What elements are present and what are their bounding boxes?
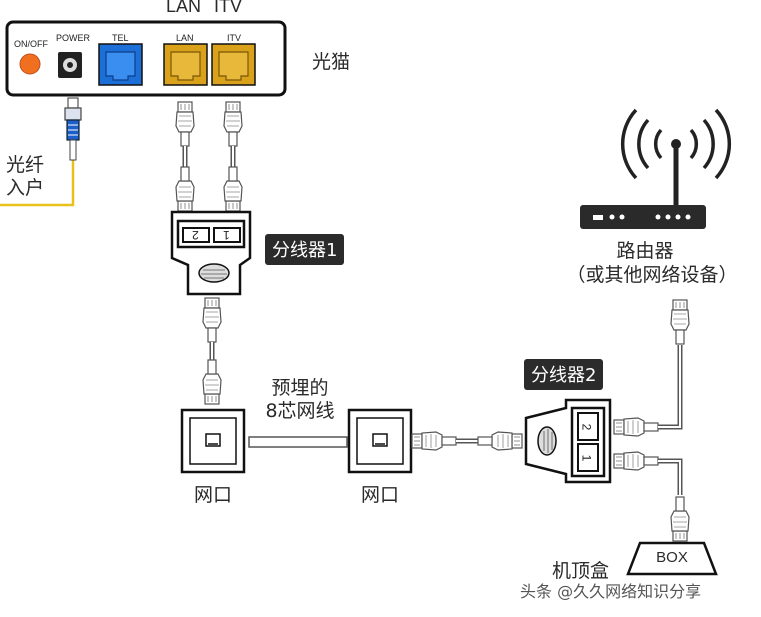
onoff-button-icon xyxy=(19,53,41,75)
splitter1-body xyxy=(170,210,252,296)
port-label-lan: LAN xyxy=(176,33,194,43)
stb-icon xyxy=(626,541,718,576)
lan-to-splitter1-cable xyxy=(175,101,195,212)
port-label-onoff: ON/OFF xyxy=(14,39,48,49)
splitter2-to-router-cable xyxy=(613,299,690,437)
fiber-label-line1: 光纤 xyxy=(6,154,45,176)
port-label-tel: TEL xyxy=(112,33,129,43)
wall-jack-right-icon xyxy=(347,408,413,474)
router-label-line2: （或其他网络设备） xyxy=(566,264,738,286)
splitter2-body xyxy=(524,398,612,484)
splitter1-to-jack-cable xyxy=(202,297,222,405)
wall-jack-right-label: 网口 xyxy=(360,484,399,506)
modem-header-lan: LAN xyxy=(166,0,202,16)
splitter2-label: 分线器2 xyxy=(524,359,604,390)
fiber-cable xyxy=(0,140,75,207)
wall-jack-left-icon xyxy=(180,408,246,474)
splitter1-port-b: 1 xyxy=(223,228,230,242)
modem-name: 光猫 xyxy=(312,51,351,73)
fiber-connector-icon xyxy=(64,97,82,161)
splitter1-port-a: 2 xyxy=(192,228,199,242)
router-label-line1: 路由器 xyxy=(616,240,674,262)
watermark: 头条 @久久网络知识分享 xyxy=(520,582,702,601)
port-label-power: POWER xyxy=(56,33,91,43)
cable-label-line2: 8芯网线 xyxy=(265,400,335,422)
stb-label: 机顶盒 xyxy=(552,560,610,582)
splitter2-port-b: 1 xyxy=(579,454,594,462)
cable-label-line1: 预埋的 xyxy=(271,377,329,399)
splitter2-to-stb-cable xyxy=(613,451,690,542)
fiber-label-line2: 入户 xyxy=(6,177,45,199)
itv-to-splitter1-cable xyxy=(223,101,243,212)
jack-to-splitter2-cable xyxy=(411,431,523,451)
wall-jack-left-label: 网口 xyxy=(193,484,232,506)
splitter2-port-a: 2 xyxy=(579,423,594,431)
splitter1-label: 分线器1 xyxy=(265,234,345,265)
router-icon xyxy=(580,108,732,229)
modem-header-itv: ITV xyxy=(214,0,243,16)
stb-box-text: BOX xyxy=(656,549,688,566)
port-label-itv: ITV xyxy=(227,33,242,43)
buried-cable xyxy=(248,436,348,448)
